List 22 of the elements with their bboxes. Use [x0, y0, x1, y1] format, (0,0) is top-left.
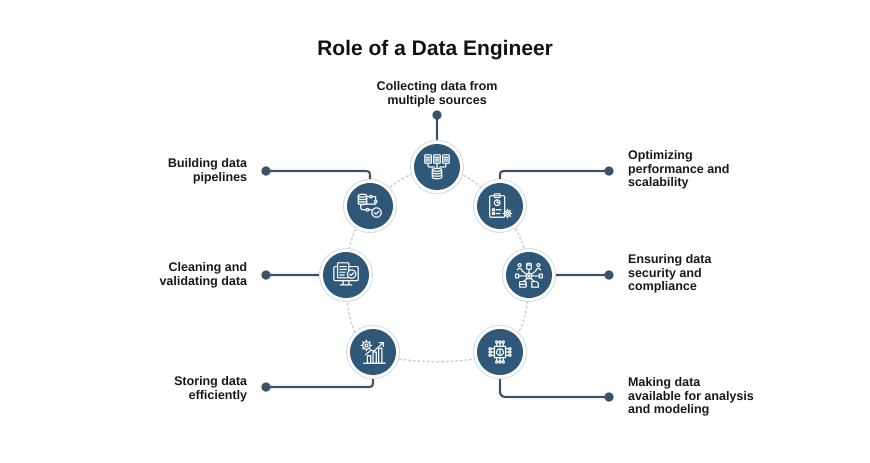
icon-circle [346, 325, 400, 379]
step-label: Ensuring data security and compliance [628, 253, 720, 294]
leader-line [432, 110, 442, 140]
leader-line [498, 379, 614, 402]
step-label: Collecting data from multiple sources [374, 80, 500, 107]
diagram-title: Role of a Data Engineer [317, 36, 553, 62]
leader-line [498, 166, 614, 179]
leader-line [556, 270, 614, 280]
leader-line [261, 379, 374, 392]
step-label: Making data available for analysis and modeling [628, 376, 755, 416]
icon-circle [319, 248, 373, 302]
step-label: Storing data efficiently [167, 375, 247, 402]
icon-circle [502, 248, 556, 302]
icon-circle [473, 325, 527, 379]
step-label: Cleaning and validating data [152, 261, 247, 288]
leader-line [261, 166, 372, 179]
leader-line [261, 270, 319, 280]
icon-circle [343, 179, 397, 233]
step-label: Building data pipelines [157, 157, 247, 184]
icon-circle [473, 179, 527, 233]
icon-circle [410, 140, 464, 194]
step-label: Optimizing performance and scalability [628, 149, 733, 190]
